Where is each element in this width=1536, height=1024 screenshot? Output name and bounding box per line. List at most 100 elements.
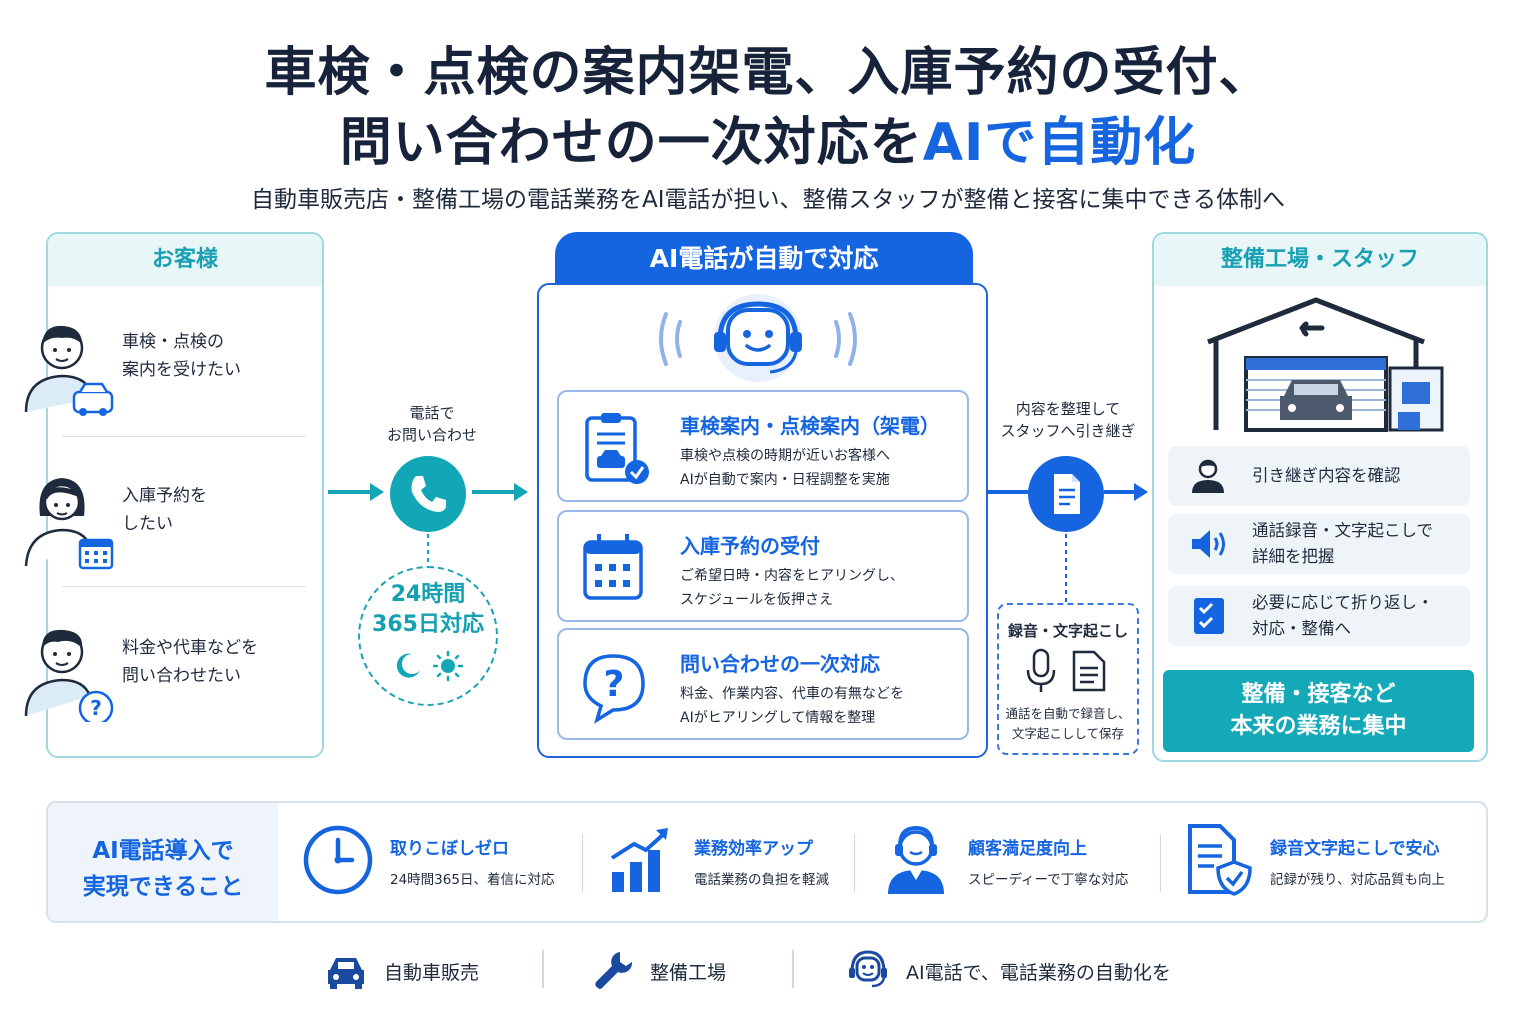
secure-document-icon	[1188, 824, 1252, 896]
footer-text: 自動車販売	[384, 962, 480, 984]
staff-row-line2: 詳細を把握	[1252, 547, 1335, 566]
ai-card-desc-line1: 車検や点検の時期が近いお客様へ	[680, 448, 890, 464]
recording-desc-line2: 文字起こしして保存	[1011, 726, 1125, 741]
benefits-label-line1: AI電話導入で	[92, 838, 234, 864]
benefit-desc: スピーディーで丁寧な対応	[968, 872, 1129, 888]
dashed-connector	[1065, 534, 1067, 604]
recording-desc-line1: 通話を自動で録音し、	[1005, 706, 1131, 721]
ai-card-desc-line1: 料金、作業内容、代車の有無などを	[680, 686, 904, 702]
arrow-right-icon	[472, 483, 528, 501]
customer-item-line2: 問い合わせたい	[122, 666, 241, 686]
man-with-car-icon	[24, 325, 114, 416]
benefit-desc: 24時間365日、着信に対応	[390, 872, 555, 888]
customer-panel-title: お客様	[48, 234, 322, 286]
customer-item-line2: 案内を受けたい	[122, 360, 241, 380]
ai-card-desc-line2: AIがヒアリングして情報を整理	[680, 710, 876, 726]
benefit-title: 業務効率アップ	[694, 839, 813, 859]
hours-line1: 24時間	[390, 582, 466, 607]
ai-card-desc-line1: ご希望日時・内容をヒアリングし、	[680, 568, 904, 584]
microphone-icon	[1026, 648, 1056, 692]
ai-card-inspection-call: 車検案内・点検案内（架電） 車検や点検の時期が近いお客様へ AIが自動で案内・日程…	[557, 390, 969, 502]
benefit-item: 顧客満足度向上 スピーディーで丁寧な対応	[880, 822, 1150, 902]
handoff-circle	[1028, 456, 1104, 532]
sun-icon	[432, 650, 464, 682]
page-title-line2: 問い合わせの一次対応をAIで自動化	[0, 100, 1536, 175]
staff-row-followup: 必要に応じて折り返し・対応・整備へ	[1168, 586, 1470, 646]
ai-headset-icon	[849, 950, 887, 988]
focus-line2: 本来の業務に集中	[1230, 714, 1407, 739]
connector-line	[988, 490, 1030, 494]
question-bubble-icon: ?	[583, 654, 645, 724]
transcript-document-icon	[1072, 650, 1106, 692]
ai-card-desc-line2: AIが自動で案内・日程調整を実施	[680, 472, 890, 488]
customer-item: 入庫予約をしたい	[16, 440, 260, 590]
customer-item: ? 料金や代車などを問い合わせたい	[16, 592, 260, 742]
staff-row-line1: 通話録音・文字起こしで	[1252, 521, 1434, 540]
handoff-label-line2: スタッフへ引き継ぎ	[1000, 422, 1136, 440]
svg-text:?: ?	[604, 664, 625, 705]
benefit-title: 顧客満足度向上	[968, 839, 1087, 859]
staff-row-check: 引き継ぎ内容を確認	[1168, 446, 1470, 506]
benefit-item: 業務効率アップ 電話業務の負担を軽減	[606, 822, 846, 902]
operator-icon	[888, 825, 944, 894]
separator	[542, 950, 544, 988]
title-prefix: 問い合わせの一次対応を	[339, 113, 923, 173]
footer-item-ai-phone: AI電話で、電話業務の自動化を	[846, 948, 1206, 992]
handoff-label: 内容を整理して スタッフへ引き継ぎ	[988, 398, 1148, 442]
ai-card-title: 入庫予約の受付	[680, 534, 820, 558]
ai-panel-title: AI電話が自動で対応	[555, 232, 973, 286]
customer-item-line1: 車検・点検の	[122, 332, 224, 352]
footer-text: AI電話で、電話業務の自動化を	[906, 962, 1171, 984]
benefit-item: 録音文字起こしで安心 記録が残り、対応品質も向上	[1182, 822, 1472, 902]
ai-card-inquiry: ? 問い合わせの一次対応 料金、作業内容、代車の有無などを AIがヒアリングして情…	[557, 628, 969, 740]
customer-item-line1: 料金や代車などを	[122, 638, 258, 658]
phone-flow-label: 電話で お問い合わせ	[372, 402, 492, 446]
man-with-question-icon: ?	[24, 629, 114, 722]
benefit-title: 取りこぼしゼロ	[390, 839, 509, 859]
benefit-item: 取りこぼしゼロ 24時間365日、着信に対応	[302, 822, 572, 902]
calendar-icon	[583, 534, 643, 600]
ai-robot-headset-icon	[659, 294, 857, 382]
staff-row-recording: 通話録音・文字起こしで詳細を把握	[1168, 514, 1470, 574]
document-icon	[1054, 474, 1080, 514]
focus-banner: 整備・接客など 本来の業務に集中	[1163, 670, 1474, 752]
title-accent: AIで自動化	[922, 113, 1197, 173]
separator	[582, 834, 583, 892]
svg-text:?: ?	[90, 696, 102, 720]
moon-icon	[396, 653, 420, 678]
customer-item-line2: したい	[122, 514, 173, 534]
footer-item-dealer: 自動車販売	[324, 948, 524, 992]
checklist-icon	[1194, 598, 1224, 634]
benefits-label-line2: 実現できること	[82, 874, 244, 900]
separator	[1160, 834, 1161, 892]
hours-line2: 365日対応	[372, 612, 484, 637]
hours-circle	[358, 566, 498, 706]
staff-person-icon	[1192, 459, 1224, 493]
benefit-desc: 記録が残り、対応品質も向上	[1270, 872, 1445, 888]
clipboard-car-icon	[585, 413, 649, 484]
footer-text: 整備工場	[650, 962, 727, 984]
growth-chart-icon	[610, 828, 668, 892]
handoff-label-line1: 内容を整理して	[1015, 400, 1121, 418]
customer-item: 車検・点検の案内を受けたい	[16, 286, 260, 436]
customer-item-line1: 入庫予約を	[122, 486, 207, 506]
phone-flow-label-line1: 電話で	[409, 404, 455, 422]
phone-flow-label-line2: お問い合わせ	[386, 426, 477, 444]
ai-card-reservation: 入庫予約の受付 ご希望日時・内容をヒアリングし、スケジュールを仮押さえ	[557, 510, 969, 622]
focus-line1: 整備・接客など	[1241, 682, 1396, 707]
woman-with-calendar-icon	[24, 478, 114, 570]
divider	[62, 586, 306, 587]
footer-item-garage: 整備工場	[590, 948, 770, 992]
ai-card-title: 問い合わせの一次対応	[680, 652, 880, 676]
benefits-bar: AI電話導入で 実現できること	[46, 801, 1488, 923]
benefits-label: AI電話導入で 実現できること	[48, 803, 278, 921]
garage-icon	[1207, 297, 1444, 432]
dashed-connector	[427, 534, 429, 566]
ai-card-title: 車検案内・点検案内（架電）	[680, 414, 940, 438]
ai-card-desc-line2: スケジュールを仮押さえ	[680, 592, 834, 608]
separator	[792, 950, 794, 988]
wrench-icon	[595, 952, 633, 989]
divider	[62, 436, 306, 437]
phone-circle	[390, 456, 466, 532]
car-icon	[328, 958, 364, 989]
